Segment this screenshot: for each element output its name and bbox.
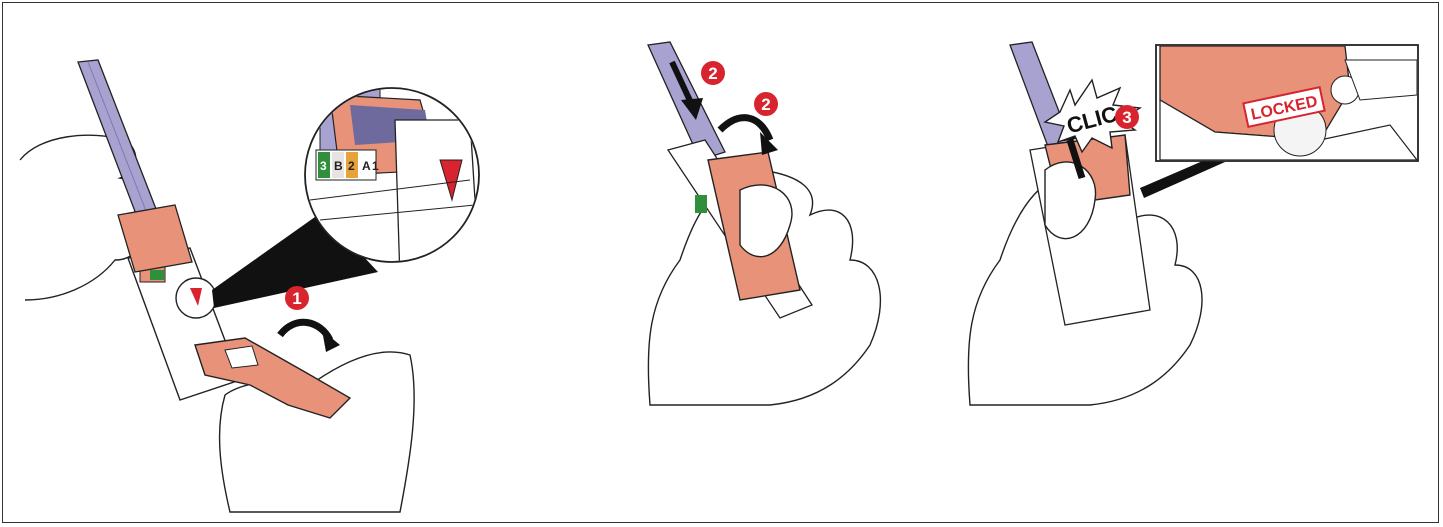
step-number-2b: 2 <box>761 95 770 114</box>
wire-label-3: 3 <box>320 159 327 173</box>
wire-label-a: A <box>362 159 371 173</box>
panel-step-1: 3 B 2 A 1 1 <box>20 60 500 512</box>
panel-step-3: CLIC 3 LOCKED <box>968 42 1418 405</box>
step-number-1: 1 <box>292 289 301 308</box>
wire-label-b: B <box>334 159 343 173</box>
wire-label-2: 2 <box>348 159 355 173</box>
step-number-3: 3 <box>1122 108 1131 127</box>
wire-label-1: 1 <box>372 159 379 173</box>
panel-step-2: 2 2 <box>648 42 880 405</box>
step-number-2a: 2 <box>708 64 717 83</box>
locked-detail-inset: LOCKED <box>1156 45 1418 161</box>
